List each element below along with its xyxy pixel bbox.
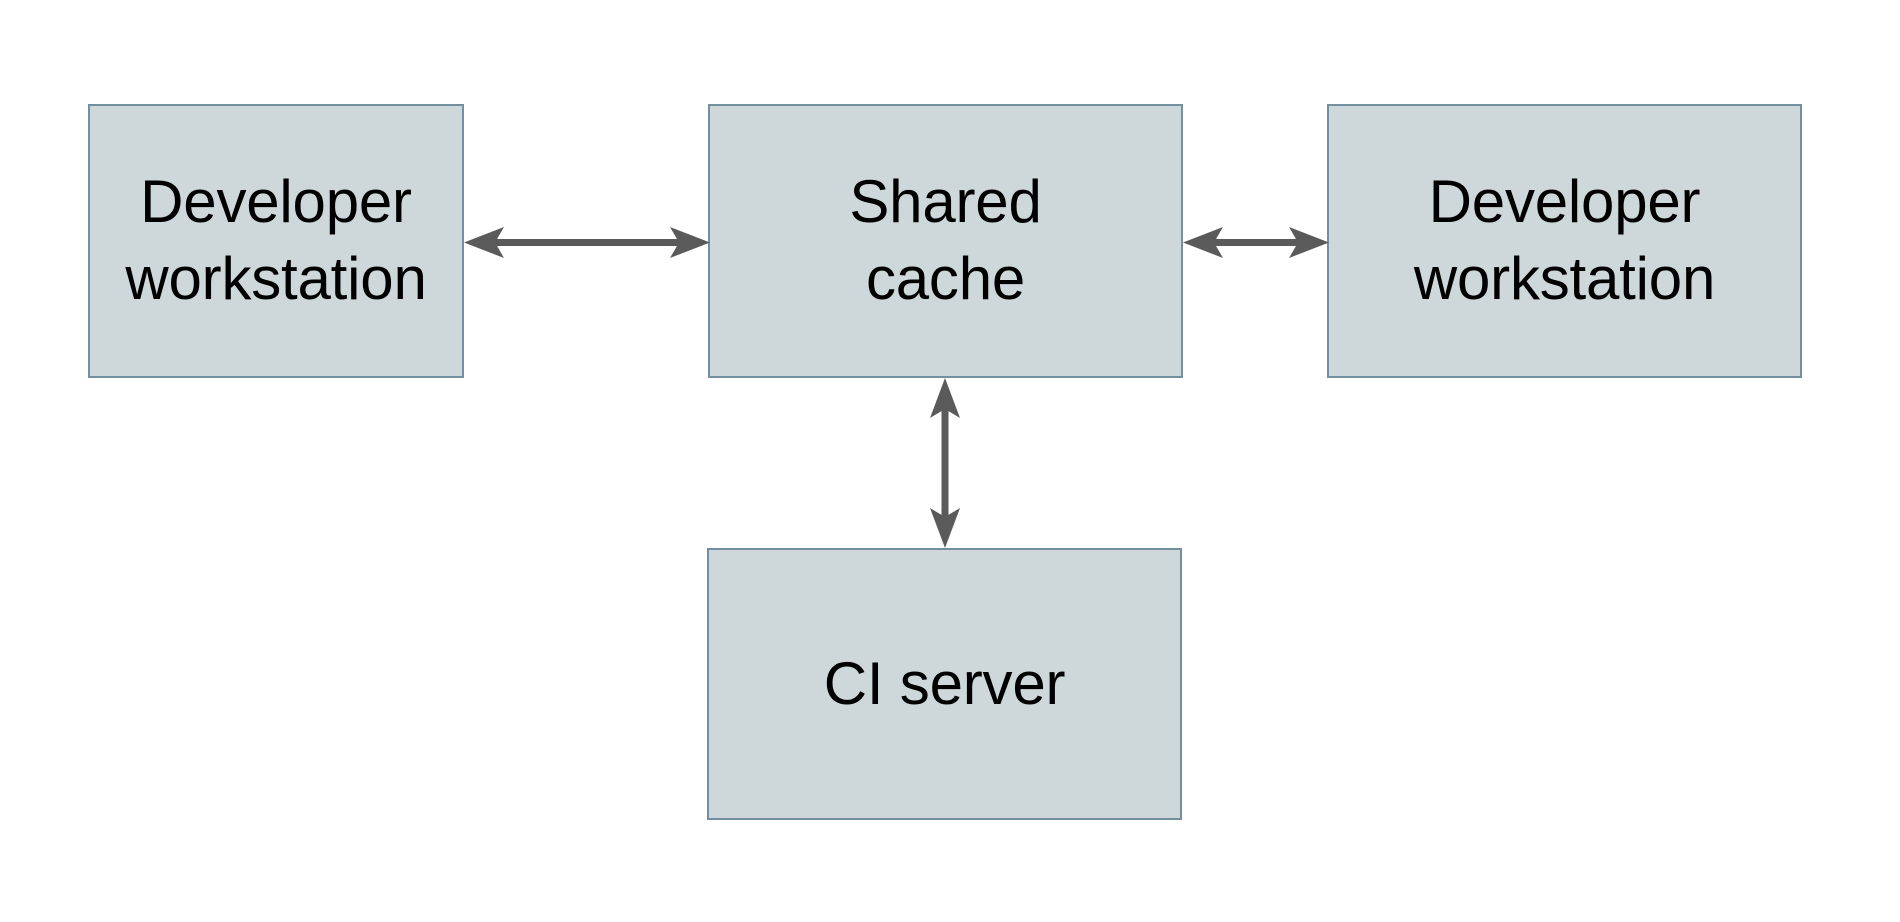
node-label-shared-cache: Shared cache bbox=[849, 168, 1042, 312]
double-arrow-icon bbox=[464, 227, 710, 258]
double-arrow-icon bbox=[1183, 227, 1329, 258]
edge-developer-left-to-shared-cache[interactable] bbox=[462, 212, 712, 272]
node-label-developer-workstation-right: Developer workstation bbox=[1413, 168, 1716, 312]
node-developer-workstation-right[interactable]: Developer workstation bbox=[1327, 104, 1802, 378]
node-label-ci-server: CI server bbox=[823, 649, 1066, 717]
double-arrow-icon bbox=[930, 378, 960, 548]
node-developer-workstation-left[interactable]: Developer workstation bbox=[88, 104, 464, 378]
node-ci-server[interactable]: CI server bbox=[707, 548, 1182, 820]
edge-shared-cache-to-ci-server[interactable] bbox=[915, 376, 975, 550]
node-shared-cache[interactable]: Shared cache bbox=[708, 104, 1183, 378]
edge-shared-cache-to-developer-right[interactable] bbox=[1181, 212, 1331, 272]
node-label-developer-workstation-left: Developer workstation bbox=[125, 168, 427, 312]
